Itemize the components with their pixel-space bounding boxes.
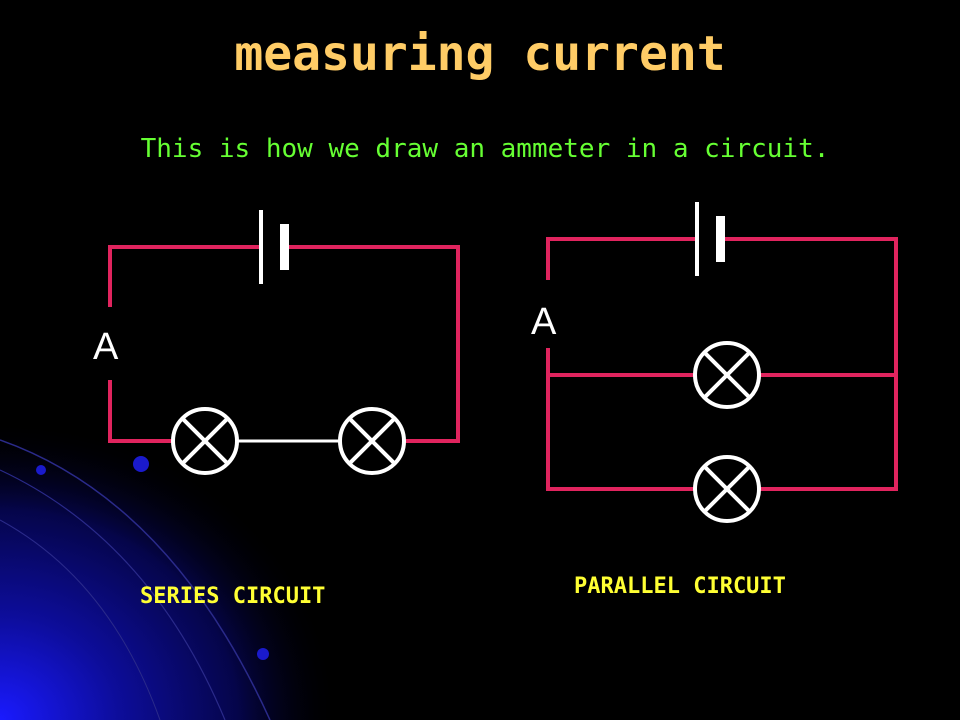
- series-battery-symbol: [259, 210, 289, 284]
- parallel-ammeter-symbol: A: [531, 301, 557, 343]
- decor-arc-2: [0, 469, 226, 720]
- decor-arc-1: [0, 439, 271, 720]
- parallel-cell-short-plate: [716, 216, 725, 262]
- series-ammeter-symbol: A: [93, 326, 119, 368]
- series-cell-short-plate: [280, 224, 289, 270]
- series-lamp-2: [338, 407, 406, 475]
- series-circuit-label: SERIES CIRCUIT: [140, 584, 326, 609]
- parallel-lamp-2: [693, 455, 761, 523]
- decor-dot-2: [133, 456, 149, 472]
- parallel-cell-long-plate: [695, 202, 699, 276]
- parallel-battery-symbol: [695, 202, 725, 276]
- parallel-circuit: [546, 202, 898, 523]
- blue-glow-region: [0, 420, 340, 720]
- series-lamp-1: [171, 407, 239, 475]
- page-title: measuring current: [234, 26, 726, 82]
- decor-dot-1: [36, 465, 46, 475]
- parallel-circuit-label: PARALLEL CIRCUIT: [574, 574, 786, 599]
- page-subtitle: This is how we draw an ammeter in a circ…: [140, 134, 830, 164]
- series-circuit: [108, 210, 460, 475]
- decor-arc-3: [0, 519, 161, 720]
- series-wires: [108, 245, 460, 443]
- decor-dot-3: [257, 648, 269, 660]
- parallel-lamp-1: [693, 341, 761, 409]
- parallel-wires: [546, 237, 898, 491]
- series-cell-long-plate: [259, 210, 263, 284]
